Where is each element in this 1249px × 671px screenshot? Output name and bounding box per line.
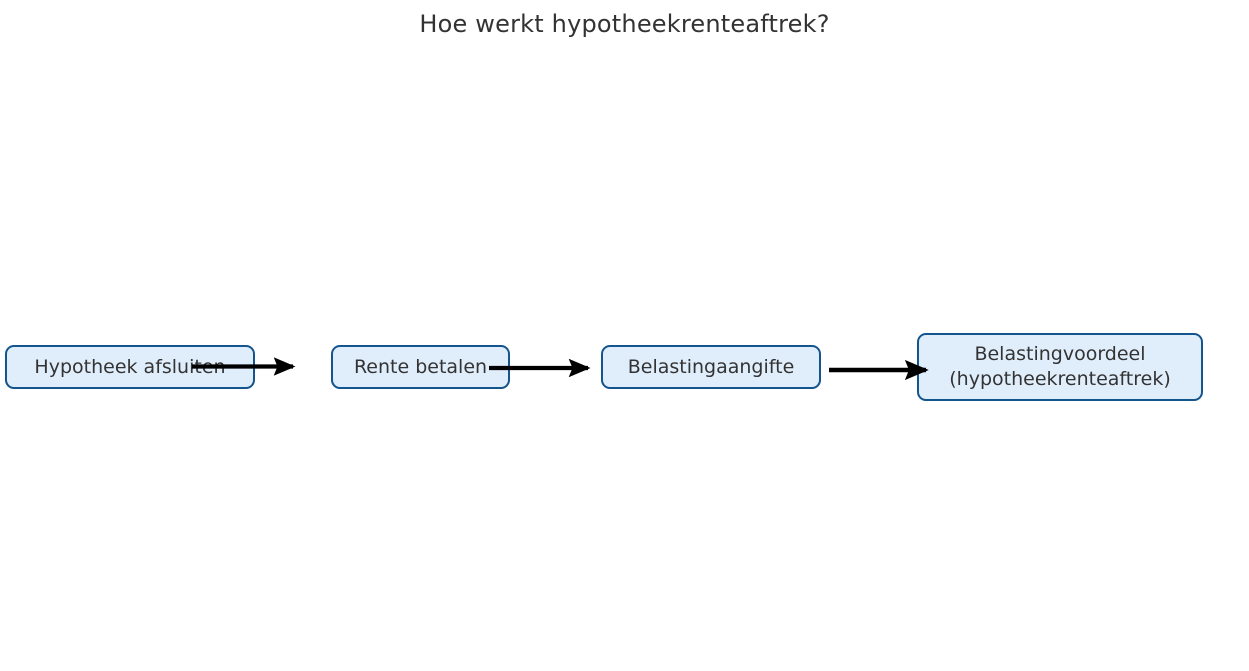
flow-node-label: Rente betalen	[353, 355, 488, 378]
flow-node-belastingvoordeel[interactable]: Belastingvoordeel (hypotheekrenteaftrek)	[917, 333, 1203, 401]
flow-node-rente-betalen[interactable]: Rente betalen	[331, 345, 510, 389]
flow-node-label: Belastingaangifte	[627, 355, 795, 378]
flow-node-label-line2: (hypotheekrenteaftrek)	[949, 368, 1171, 390]
diagram-title: Hoe werkt hypotheekrenteaftrek?	[419, 10, 830, 38]
flow-node-belastingaangifte[interactable]: Belastingaangifte	[601, 345, 821, 389]
flow-node-label-line1: Belastingvoordeel	[974, 343, 1146, 365]
flow-node-label: Hypotheek afsluiten	[34, 355, 226, 378]
